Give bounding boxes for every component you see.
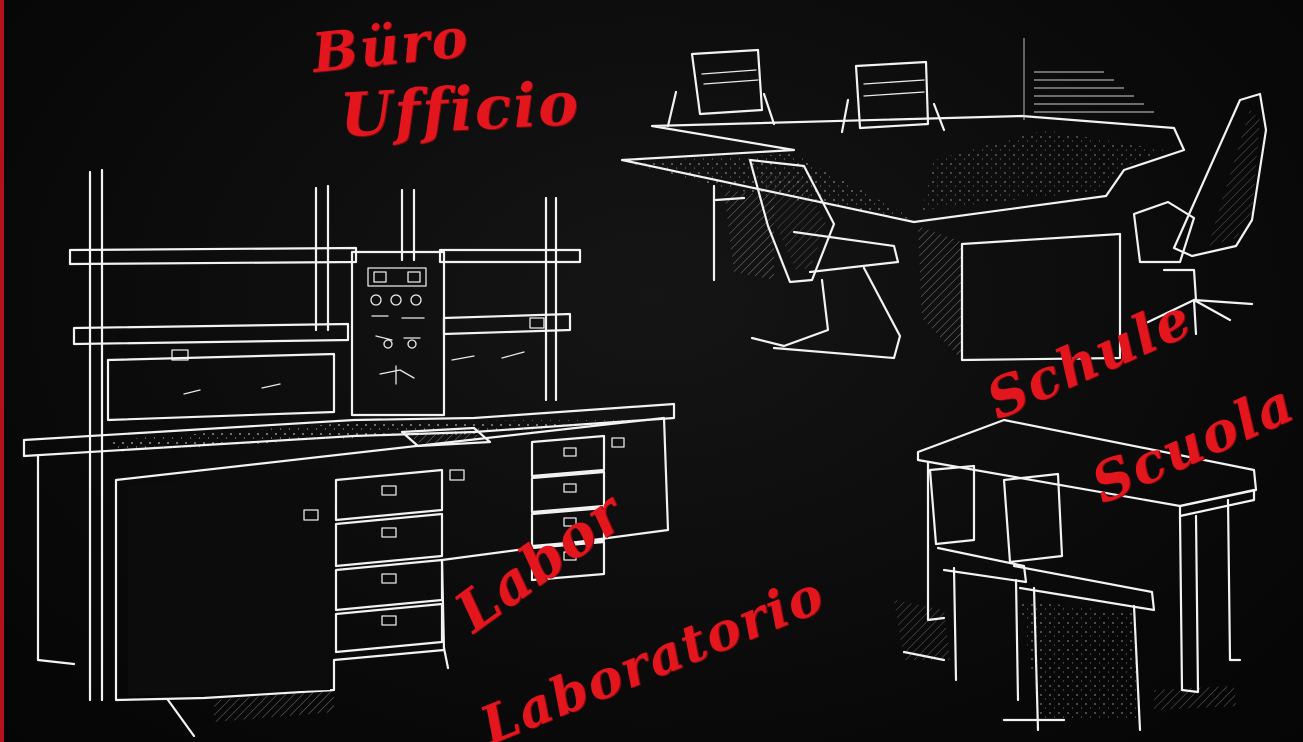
lab-upper-rail-left [68, 246, 358, 266]
school-desk [894, 418, 1258, 732]
school-desk-leg [1178, 514, 1200, 694]
label-office-german: Büro [309, 4, 473, 86]
office-chair-front [748, 158, 836, 284]
lab-door-handle [303, 509, 319, 521]
office-chair-back-left [666, 48, 776, 128]
lab-upper-rail-right [438, 248, 582, 264]
lab-door-handle [449, 469, 465, 481]
office-chair-back-right [840, 60, 946, 134]
lab-bench [22, 168, 676, 738]
lab-back-panel [106, 352, 336, 422]
furniture-illustration [22, 38, 1268, 738]
office-desk [620, 38, 1268, 362]
lab-drawer-stack-right [530, 434, 606, 582]
school-desktop [916, 418, 1258, 508]
school-chair-back [902, 464, 1028, 702]
lab-socket [171, 349, 189, 361]
lab-sink [400, 426, 492, 448]
office-wall-hatch [1023, 38, 1154, 120]
lab-base-frame [36, 454, 450, 738]
office-desktop [620, 114, 1186, 224]
label-office-italian: Ufficio [338, 68, 582, 152]
lab-shelf-left [72, 322, 350, 346]
lab-door-handle [611, 437, 625, 448]
office-swivel-chair [1172, 92, 1268, 258]
lab-cabinet-body [114, 416, 670, 702]
lab-socket-right [529, 317, 545, 329]
lab-service-column [350, 250, 446, 417]
lab-shelf-right [442, 312, 572, 336]
lab-drawer-stack-middle [334, 468, 444, 654]
